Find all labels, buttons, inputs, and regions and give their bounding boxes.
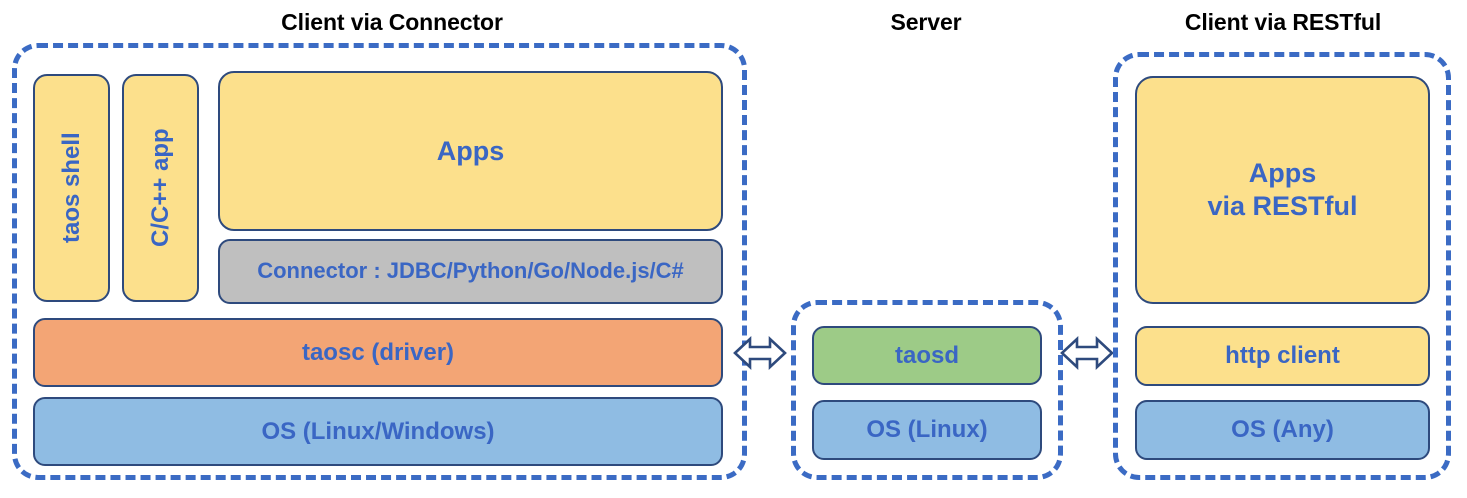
block-os-any-label: OS (Any) <box>1231 416 1334 444</box>
group-client-via-restful <box>1113 52 1451 480</box>
block-c-cpp-app-label: C/C++ app <box>146 128 174 248</box>
section-title-client-connector: Client via Connector <box>281 9 503 35</box>
block-apps-via-restful-label-line1: Apps <box>1248 158 1317 189</box>
block-apps-via-restful-label-line2: via RESTful <box>1207 191 1358 221</box>
block-http-client[interactable]: http client <box>1135 326 1430 386</box>
block-apps-connector[interactable]: Apps <box>218 71 723 231</box>
block-taos-shell[interactable]: taos shell <box>33 74 110 302</box>
block-os-any[interactable]: OS (Any) <box>1135 400 1430 460</box>
section-title-client-restful: Client via RESTful <box>1184 9 1382 35</box>
group-client-via-connector <box>12 43 747 480</box>
block-os-linux-label: OS (Linux) <box>866 416 988 444</box>
group-server <box>791 300 1063 480</box>
block-os-linux-windows-label: OS (Linux/Windows) <box>261 417 495 445</box>
block-os-linux-windows[interactable]: OS (Linux/Windows) <box>33 397 723 466</box>
block-taosd[interactable]: taosd <box>812 326 1042 385</box>
double-arrow-icon-left <box>733 326 787 380</box>
block-apps-via-restful[interactable]: Apps via RESTful <box>1135 76 1430 304</box>
block-taosd-label: taosd <box>894 341 959 369</box>
section-title-server: Server <box>890 9 962 35</box>
block-taos-shell-label: taos shell <box>57 132 85 244</box>
block-c-cpp-app[interactable]: C/C++ app <box>122 74 199 302</box>
block-connector-list-label: Connector : JDBC/Python/Go/Node.js/C# <box>257 258 684 284</box>
block-http-client-label: http client <box>1225 342 1340 370</box>
block-os-linux[interactable]: OS (Linux) <box>812 400 1042 460</box>
double-arrow-icon-right <box>1060 326 1114 380</box>
block-apps-connector-label: Apps <box>436 135 505 166</box>
block-connector-list[interactable]: Connector : JDBC/Python/Go/Node.js/C# <box>218 239 723 304</box>
block-taosc-driver-label: taosc (driver) <box>301 338 455 366</box>
block-taosc-driver[interactable]: taosc (driver) <box>33 318 723 387</box>
